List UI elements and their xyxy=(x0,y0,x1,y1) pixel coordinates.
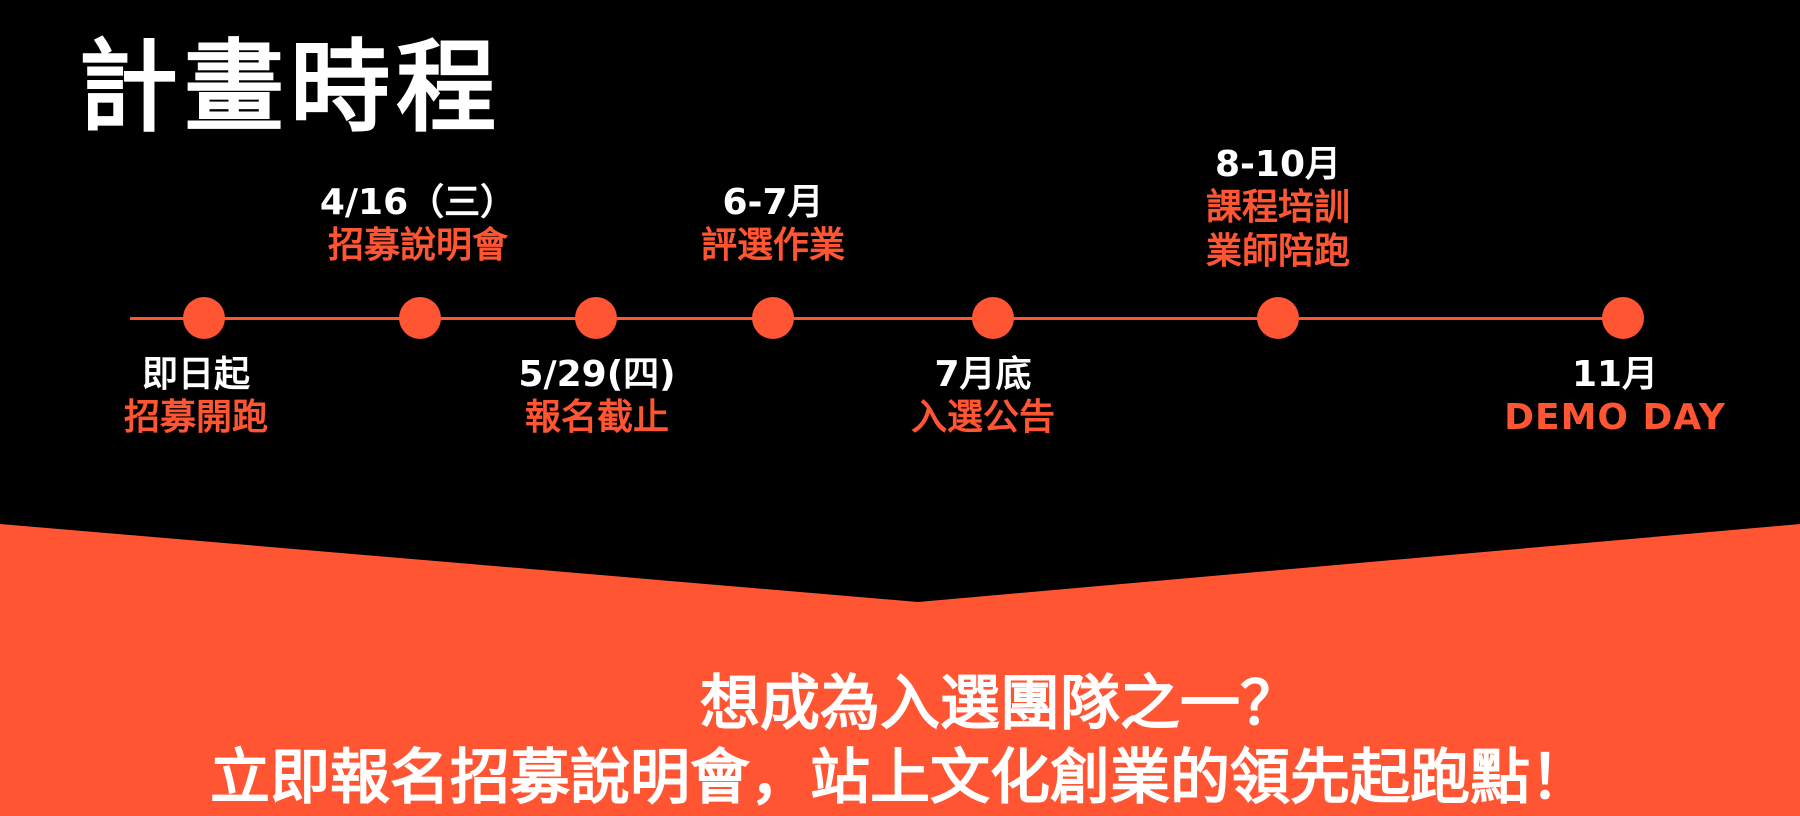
cta-headline: 想成為入選團隊之一？ xyxy=(700,669,1300,739)
page-title: 計畫時程 xyxy=(78,29,502,146)
milestone-date: 11月 xyxy=(1571,354,1659,395)
timeline: 即日起 招募開跑 4/16（三） 招募說明會 5/29(四) 報名截止 6-7月… xyxy=(124,144,1726,440)
milestone-event: 入選公告 xyxy=(910,397,1056,438)
milestone-event: 招募開跑 xyxy=(123,397,269,438)
milestone-deadline: 5/29(四) 報名截止 xyxy=(518,354,675,440)
timeline-dot-3 xyxy=(575,297,617,339)
cta-subline: 立即報名招募說明會，站上文化創業的領先起跑點！ xyxy=(210,743,1590,813)
timeline-dot-2 xyxy=(399,297,441,339)
milestone-date: 6-7月 xyxy=(722,182,824,223)
milestone-selection: 6-7月 評選作業 xyxy=(701,182,845,268)
milestone-date: 7月底 xyxy=(934,354,1032,395)
timeline-line xyxy=(130,317,1610,320)
milestone-event: 報名截止 xyxy=(524,397,670,438)
milestone-event-2: 業師陪跑 xyxy=(1205,231,1351,272)
milestone-training: 8-10月 課程培訓 業師陪跑 xyxy=(1206,144,1350,274)
milestone-event: DEMO DAY xyxy=(1504,397,1726,438)
cta-banner-shape xyxy=(0,524,1800,816)
milestone-event: 課程培訓 xyxy=(1205,187,1351,228)
milestone-info-session: 4/16（三） 招募說明會 xyxy=(320,182,516,268)
milestone-start: 即日起 招募開跑 xyxy=(124,354,268,440)
milestone-date: 5/29(四) xyxy=(518,354,676,395)
milestone-date: 即日起 xyxy=(141,354,251,395)
timeline-dot-4 xyxy=(752,297,794,339)
timeline-dot-1 xyxy=(183,297,225,339)
milestone-demo-day: 11月 DEMO DAY xyxy=(1504,354,1726,440)
milestone-date: 8-10月 xyxy=(1214,144,1342,185)
milestone-event: 招募說明會 xyxy=(327,225,509,266)
milestone-announcement: 7月底 入選公告 xyxy=(911,354,1055,440)
timeline-dot-5 xyxy=(972,297,1014,339)
timeline-dot-7 xyxy=(1602,297,1644,339)
milestone-event: 評選作業 xyxy=(700,225,846,266)
milestone-date: 4/16（三） xyxy=(319,182,517,223)
timeline-dot-6 xyxy=(1257,297,1299,339)
